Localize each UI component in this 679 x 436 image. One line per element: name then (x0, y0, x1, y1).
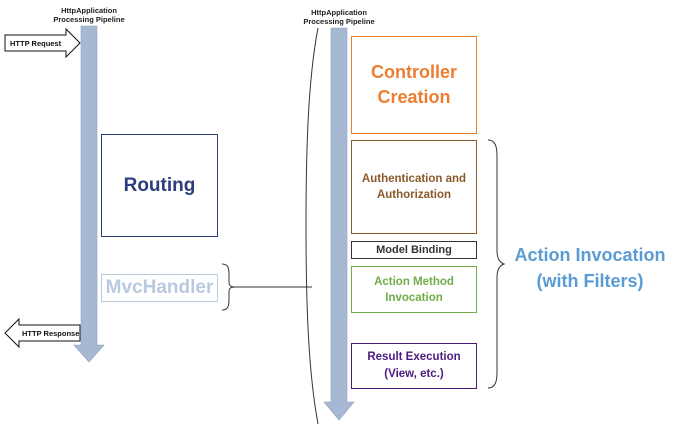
http-request-label: HTTP Request (10, 39, 62, 48)
action-method-box: Action Method Invocation (351, 266, 477, 313)
left-pipeline-arrow (73, 25, 105, 363)
mvchandler-brace (221, 263, 236, 311)
http-response-label: HTTP Response (22, 329, 80, 338)
right-pipeline-brace (305, 27, 319, 425)
result-execution-line2: (View, etc.) (384, 368, 444, 380)
http-request-arrow (4, 27, 81, 59)
left-pipeline-title-line2: Processing Pipeline (53, 15, 125, 24)
right-pipeline-title: HttpApplication Processing Pipeline (294, 8, 384, 26)
result-execution-line1: Result Execution (367, 351, 461, 363)
action-invocation-line1: Action Invocation (514, 245, 666, 265)
controller-creation-line2: Creation (377, 87, 451, 107)
auth-box: Authentication and Authorization (351, 140, 477, 234)
mvchandler-box: MvcHandler (101, 274, 218, 302)
left-pipeline-title-line1: HttpApplication (61, 6, 117, 15)
right-pipeline-arrow (323, 27, 355, 421)
action-invocation-brace (487, 139, 506, 389)
action-method-line2: Invocation (385, 291, 443, 304)
model-binding-label: Model Binding (376, 244, 452, 256)
controller-creation-line1: Controller (370, 62, 457, 82)
result-execution-box: Result Execution (View, etc.) (351, 343, 477, 389)
auth-line2: Authorization (376, 189, 452, 201)
http-response-arrow (4, 317, 81, 349)
left-pipeline-title: HttpApplication Processing Pipeline (44, 6, 134, 24)
model-binding-box: Model Binding (351, 241, 477, 259)
auth-line1: Authentication and (361, 173, 467, 185)
routing-label: Routing (123, 174, 196, 196)
right-pipeline-title-line2: Processing Pipeline (303, 17, 375, 26)
mvchandler-label: MvcHandler (105, 277, 214, 298)
routing-box: Routing (101, 134, 218, 237)
action-invocation-label: Action Invocation (with Filters) (506, 242, 674, 294)
action-method-line1: Action Method (374, 275, 454, 288)
controller-creation-box: Controller Creation (351, 36, 477, 134)
action-invocation-line2: (with Filters) (536, 271, 644, 291)
right-pipeline-title-line1: HttpApplication (311, 8, 367, 17)
